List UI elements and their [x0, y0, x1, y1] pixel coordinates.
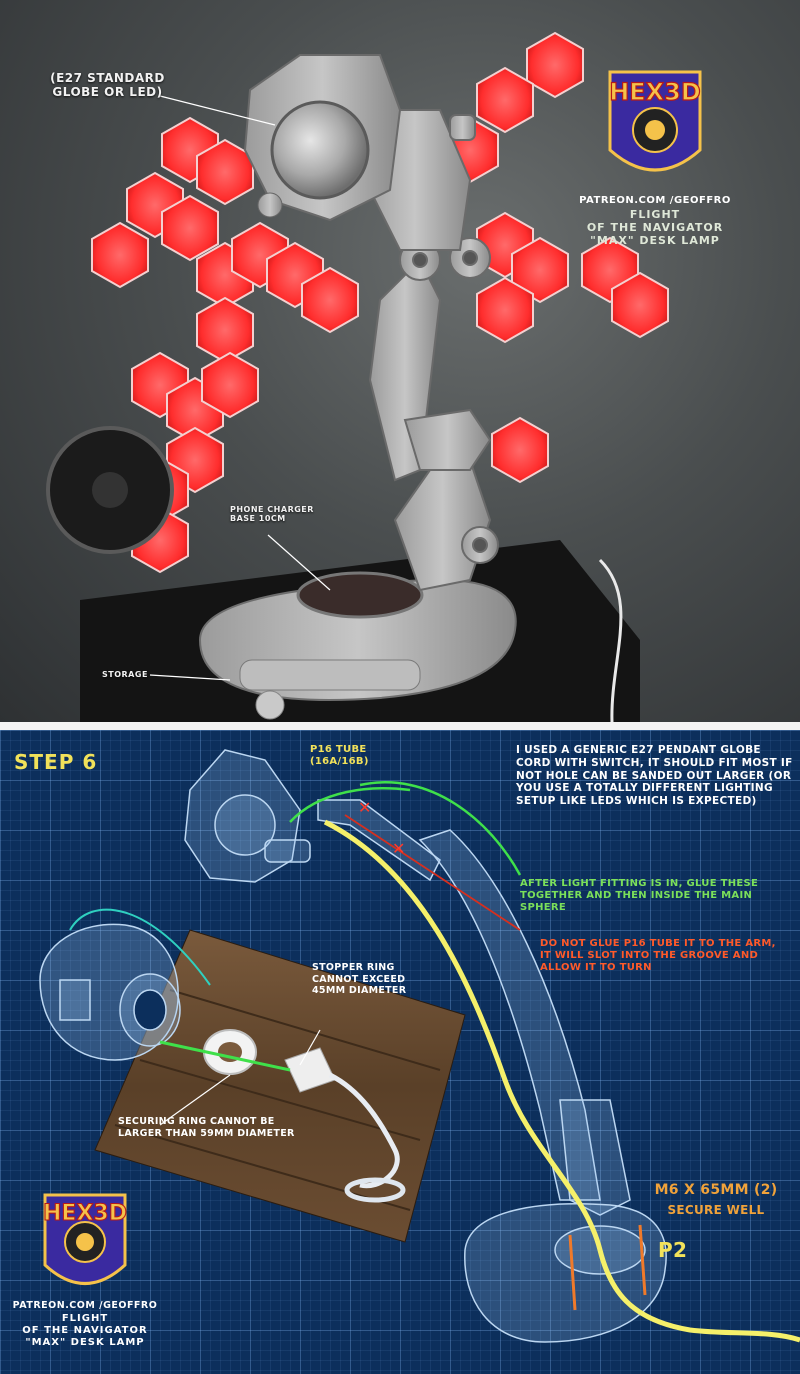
patreon-link[interactable]: PATREON.COM /GEOFFRO	[579, 195, 731, 206]
blueprint-panel: ✕ ✕ HEX3D STEP 6 P16 TUBE (16A/16B) I US…	[0, 730, 800, 1374]
callout-globe: (E27 STANDARD GLOBE OR LED)	[50, 71, 165, 99]
promo-block-top: PATREON.COM /GEOFFRO FLIGHT OF THE NAVIG…	[555, 195, 755, 248]
panel-divider	[0, 722, 800, 730]
globe-bulb	[270, 100, 370, 200]
product-title: FLIGHT OF THE NAVIGATOR "MAX" DESK LAMP	[586, 208, 724, 248]
blueprint-diagram: ✕ ✕ HEX3D	[39, 749, 800, 1343]
fitting-photo	[94, 929, 466, 1243]
bolt-label: M6 X 65MM (2)	[654, 1182, 778, 1198]
callout-storage: STORAGE	[102, 670, 148, 679]
hex3d-logo: HEX3D	[608, 70, 702, 172]
socket-wireframe	[39, 923, 181, 1061]
lamp-photo: HEX3D	[46, 32, 702, 722]
product-title-bottom: FLIGHT OF THE NAVIGATOR "MAX" DESK LAMP	[22, 1313, 148, 1348]
arm-wireframe	[317, 799, 667, 1343]
svg-text:HEX3D: HEX3D	[43, 1201, 127, 1226]
step-heading: STEP 6	[14, 750, 98, 774]
hex3d-logo-bottom: HEX3D	[42, 1193, 128, 1285]
lamp-head	[243, 54, 402, 222]
svg-text:HEX3D: HEX3D	[609, 78, 701, 106]
callout-charger: PHONE CHARGER BASE 10CM	[230, 505, 314, 524]
lamp-base	[198, 571, 517, 720]
stopper-note: STOPPER RING CANNOT EXCEED 45MM DIAMETER	[312, 962, 407, 997]
cord-note: I USED A GENERIC E27 PENDANT GLOBE CORD …	[516, 744, 793, 808]
bolt-sublabel: SECURE WELL	[667, 1203, 765, 1217]
lamp-arm	[358, 109, 499, 592]
head-wireframe	[184, 749, 311, 883]
securing-note: SECURING RING CANNOT BE LARGER THAN 59MM…	[118, 1116, 295, 1139]
svg-text:✕: ✕	[358, 798, 371, 817]
glue-note: AFTER LIGHT FITTING IS IN, GLUE THESE TO…	[520, 878, 759, 914]
tube-label: P16 TUBE (16A/16B)	[310, 744, 369, 768]
part-label: P2	[658, 1238, 688, 1262]
no-glue-note: DO NOT GLUE P16 TUBE IT TO THE ARM, IT W…	[540, 938, 776, 974]
svg-text:✕: ✕	[392, 839, 405, 858]
patreon-link-bottom[interactable]: PATREON.COM /GEOFFRO	[12, 1300, 158, 1311]
promo-block-bottom: PATREON.COM /GEOFFRO FLIGHT OF THE NAVIG…	[10, 1300, 160, 1349]
cord-path	[323, 819, 800, 1343]
power-cable	[598, 558, 623, 722]
lamp-photo-panel: HEX3D (E27 STANDARD GLOBE OR LED) PHONE …	[0, 0, 800, 722]
